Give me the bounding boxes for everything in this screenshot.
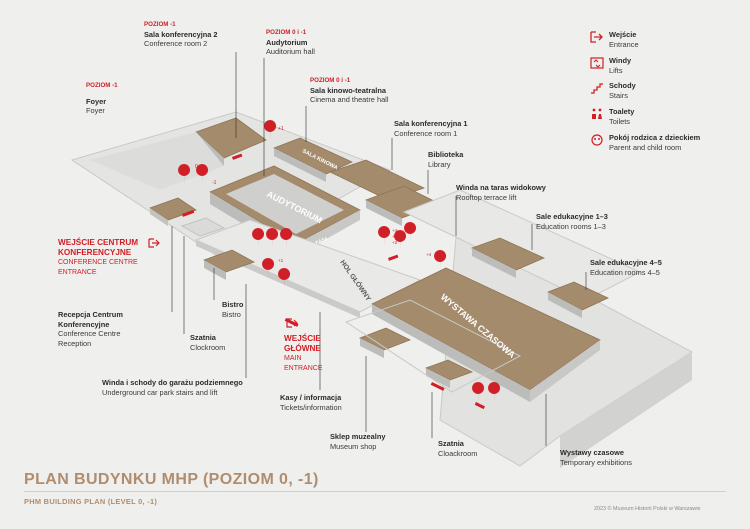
cloakroom-1 <box>180 217 226 237</box>
map-label-kasa: KASA <box>315 236 329 245</box>
entrance-bar-6 <box>388 254 399 261</box>
auditorium-inner <box>226 174 344 234</box>
svg-text:+1: +1 <box>278 126 284 132</box>
label-museum-shop: Sklep muzealny Museum shop <box>330 432 386 451</box>
cloakroom-2-wall <box>426 368 450 388</box>
pin-group-foyer: 0 -1 <box>178 164 217 186</box>
label-temporary-exhibitions: Wystawy czasowe Temporary exhibitions <box>560 448 632 467</box>
label-cloakroom-2: Szatnia Cloackroom <box>438 439 478 458</box>
pin-group-auditorium: +1 <box>264 120 284 141</box>
title-divider <box>24 491 726 492</box>
page-title: PLAN BUDYNKU MHP (POZIOM 0, -1) <box>24 471 319 488</box>
education-rooms-4-5-wall <box>548 292 582 318</box>
label-conference-room-2: POZIOM -1 Sala konferencyjna 2 Conferenc… <box>144 21 218 49</box>
lower-wing-slab <box>344 299 522 393</box>
education-rooms-4-5 <box>547 281 609 311</box>
label-main-entrance: WEJŚCIE GŁÓWNE MAIN ENTRANCE <box>284 334 323 372</box>
svg-text:+2: +2 <box>392 240 398 245</box>
entrance-bar-2 <box>182 209 195 217</box>
stairs-icon <box>591 83 603 94</box>
label-education-4-5: Sale edukacyjne 4–5 Education rooms 4–5 <box>590 258 662 277</box>
entrance-bar-1 <box>231 153 243 160</box>
page-subtitle: PHM BUILDING PLAN (LEVEL 0, -1) <box>24 497 158 506</box>
label-bistro: Bistro Bistro <box>222 300 244 319</box>
temporary-exhibition-wall-b <box>530 340 600 402</box>
pin-group-library: +4 +3 +2 <box>378 222 417 251</box>
temp-exhibition-wall <box>560 352 692 468</box>
education-rooms-1-3-wall <box>472 248 516 278</box>
entrance-bar-5 <box>474 401 485 410</box>
label-tickets: Kasy / informacja Tickets/information <box>280 393 342 412</box>
foyer-floor <box>90 132 224 190</box>
pin-group-hall: +1 <box>252 228 293 289</box>
label-cinema: POZIOM 0 i -1 Sala kinowo-teatralna Cine… <box>310 77 389 105</box>
pin-group-rooftop: +4 <box>426 250 447 271</box>
label-conference-room-1: Sala konferencyjna 1 Conference room 1 <box>394 119 468 138</box>
label-foyer: POZIOM -1 Foyer Foyer <box>86 82 118 116</box>
east-wing-slab <box>402 189 642 301</box>
svg-text:-1: -1 <box>212 180 217 186</box>
entrance-icon <box>590 31 603 43</box>
temporary-exhibition-wall-a <box>372 304 530 402</box>
label-library: Biblioteka Library <box>428 150 464 169</box>
bistro-wall <box>204 260 226 280</box>
pin-group-lower <box>472 382 501 403</box>
library-wall <box>366 200 402 226</box>
parent-child-icon <box>591 134 603 146</box>
label-cloakroom-1: Szatnia Clockroom <box>190 333 226 352</box>
education-rooms-1-3 <box>470 237 545 271</box>
entrance-bar-4 <box>430 381 445 391</box>
svg-text:0: 0 <box>195 164 198 170</box>
main-hall-floor <box>194 219 422 313</box>
entrance-icon <box>286 318 298 328</box>
svg-text:+4: +4 <box>392 228 398 233</box>
cinema-hall-wall <box>274 148 326 182</box>
conference-room-2 <box>195 117 267 159</box>
toilet-icon <box>592 108 602 119</box>
label-education-1-3: Sale edukacyjne 1–3 Education rooms 1–3 <box>536 212 608 231</box>
svg-text:+4: +4 <box>426 252 432 257</box>
svg-text:+1: +1 <box>278 258 284 263</box>
bistro <box>203 249 255 273</box>
conference-block-wall <box>150 208 168 226</box>
copyright-credit: 2023 © Muzeum Historii Polski w Warszawi… <box>594 506 701 512</box>
museum-shop-wall <box>360 338 384 358</box>
lift-icon <box>590 57 604 69</box>
leader-lines <box>171 52 587 446</box>
label-garage: Winda i schody do garażu podziemnego Und… <box>102 378 243 397</box>
entrance-icon <box>148 238 160 248</box>
label-reception: Recepcja Centrum Konferencyjne Conferenc… <box>58 310 123 348</box>
label-auditorium: POZIOM 0 i -1 Audytorium Auditorium hall <box>266 29 315 57</box>
label-rooftop-lift: Winda na taras widokowy Rooftop terrace … <box>456 183 546 202</box>
label-conference-entrance: WEJŚCIE CENTRUM KONFERENCYJNE CONFERENCE… <box>58 238 139 276</box>
svg-text:+3: +3 <box>392 234 398 239</box>
